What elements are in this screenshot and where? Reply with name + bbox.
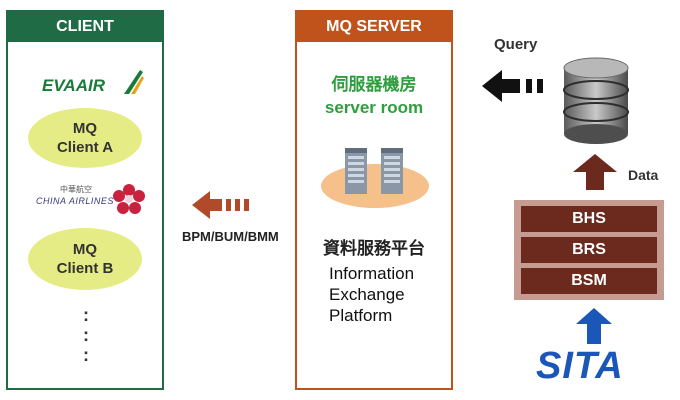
- sita-logo-text: SITA: [536, 345, 624, 387]
- mq-client-a: MQ Client A: [28, 108, 142, 168]
- plum-blossom-icon: [113, 184, 145, 214]
- query-label: Query: [494, 36, 538, 53]
- mq-client-a-line-1: MQ: [72, 120, 98, 137]
- more-clients-dot-1: :: [83, 305, 89, 325]
- client-panel: CLIENT EVAAIR MQ Client A 中華航空 CHINA AIR…: [6, 10, 164, 390]
- stack-row-bsm: BSM: [521, 268, 657, 294]
- eva-air-logo-text: EVAAIR: [42, 76, 105, 95]
- stack-row-bhs: BHS: [521, 206, 657, 232]
- mq-client-a-line-2: Client A: [56, 139, 114, 156]
- data-label: Data: [628, 167, 659, 183]
- server-rack-icon: [321, 148, 429, 208]
- china-airlines-logo-cn: 中華航空: [60, 185, 92, 194]
- sita-logo: SITA: [536, 346, 656, 386]
- bpm-bum-bmm-label: BPM/BUM/BMM: [182, 229, 279, 244]
- china-airlines-logo: 中華航空 CHINA AIRLINES: [36, 182, 146, 226]
- database-icon: [563, 57, 629, 144]
- platform-en-line-1: Information: [329, 264, 415, 283]
- stack-row-brs: BRS: [521, 237, 657, 263]
- server-room-cn-label: 伺服器機房: [331, 75, 417, 94]
- mq-server-panel: MQ SERVER 伺服器機房 server room 資料服務平台 Infor…: [295, 10, 453, 390]
- data-up-arrow-icon: [573, 154, 617, 190]
- sita-up-arrow-icon: [576, 308, 612, 344]
- china-airlines-logo-en: CHINA AIRLINES: [36, 196, 114, 206]
- client-header: CLIENT: [8, 12, 162, 42]
- message-types-stack: BHS BRS BSM: [514, 200, 664, 300]
- platform-cn-label: 資料服務平台: [323, 239, 425, 258]
- mq-client-b-line-1: MQ: [72, 241, 98, 258]
- mq-client-b-line-2: Client B: [56, 260, 114, 277]
- query-arrow-icon: [482, 70, 543, 102]
- eva-air-logo: EVAAIR: [42, 68, 152, 98]
- server-room-en-label: server room: [324, 98, 424, 117]
- left-arrow-icon: [192, 191, 249, 219]
- eva-air-emblem-icon: [124, 70, 144, 94]
- mq-client-b: MQ Client B: [28, 228, 142, 290]
- more-clients-dot-2: :: [83, 325, 89, 345]
- platform-en-line-2: Exchange: [329, 285, 405, 304]
- more-clients-dot-3: :: [83, 345, 89, 365]
- mq-server-header: MQ SERVER: [297, 12, 451, 42]
- platform-en-line-3: Platform: [329, 306, 393, 325]
